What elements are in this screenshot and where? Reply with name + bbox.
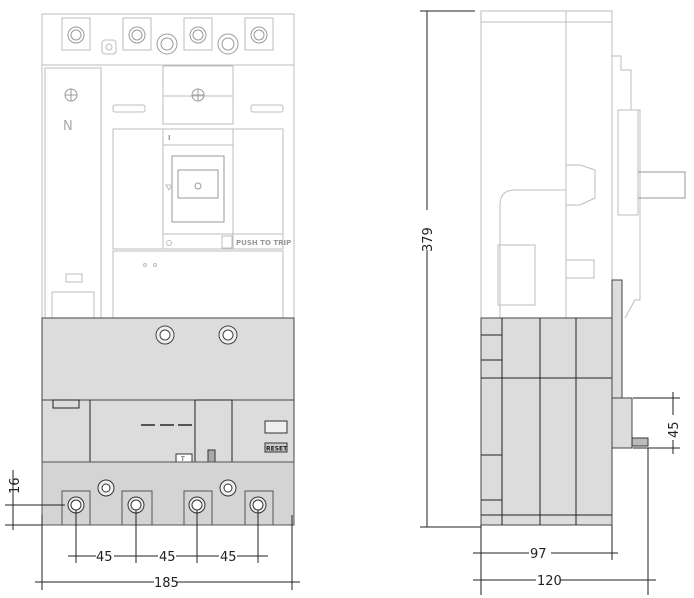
rcd-indicator xyxy=(207,449,216,463)
front-view: PUSH TO TRIP I N xyxy=(41,13,295,526)
dim-pitch-1: 45 xyxy=(96,550,113,565)
front-dimensions: 16 45 45 45 185 xyxy=(5,470,300,591)
front-upper-body xyxy=(41,13,295,319)
rcd-panel xyxy=(41,399,295,463)
test-label: T xyxy=(180,456,185,463)
side-handle[interactable] xyxy=(638,171,686,199)
toggle-handle[interactable] xyxy=(171,155,225,223)
dim-depth-body: 97 xyxy=(530,547,547,562)
reset-button[interactable] xyxy=(264,442,288,453)
dim-depth-total: 120 xyxy=(537,574,562,589)
dim-terminal-height: 16 xyxy=(8,477,23,494)
top-terminals xyxy=(61,17,274,55)
dim-overall-width: 185 xyxy=(154,576,179,591)
side-view xyxy=(480,10,686,526)
dim-overall-height: 379 xyxy=(421,227,436,252)
neutral-label: N xyxy=(63,119,73,134)
dim-rear-terminal-offset: 45 xyxy=(667,421,682,438)
side-upper-body xyxy=(480,10,613,319)
reset-label: RESET xyxy=(266,446,288,453)
dim-pitch-3: 45 xyxy=(220,550,237,565)
dim-pitch-2: 45 xyxy=(159,550,176,565)
side-dimensions: 379 97 120 45 xyxy=(420,10,682,595)
adjust-screw[interactable] xyxy=(191,88,205,102)
neutral-pole xyxy=(44,67,102,319)
rear-terminal xyxy=(611,397,633,449)
handle-window xyxy=(162,128,234,250)
neutral-adjust-screw[interactable] xyxy=(64,88,78,102)
push-to-trip-button[interactable] xyxy=(221,235,233,249)
push-to-trip-label: PUSH TO TRIP xyxy=(236,239,291,247)
on-label: I xyxy=(168,134,171,142)
side-rcd-block xyxy=(480,317,613,526)
bottom-terminals xyxy=(61,479,274,526)
rcd-screws xyxy=(155,325,238,345)
